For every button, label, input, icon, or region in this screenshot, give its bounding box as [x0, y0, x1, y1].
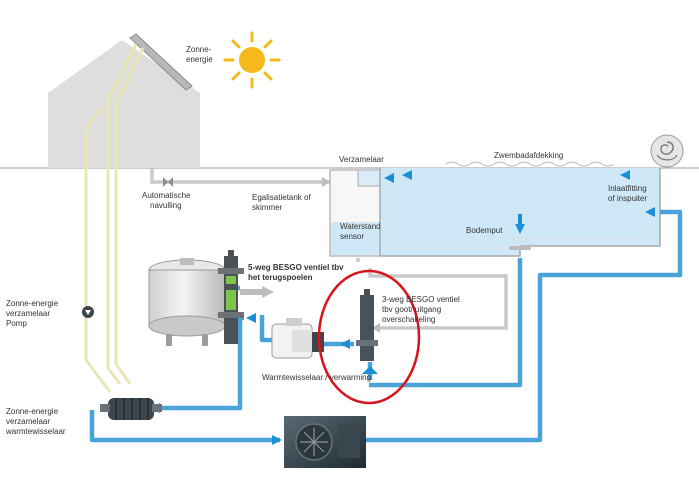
check-valve-icon: [163, 177, 173, 187]
label-inlaatfitting: Inlaatfitting of inspuiter: [608, 184, 649, 203]
label-bodemput: Bodemput: [466, 226, 503, 235]
sun-icon: [223, 31, 281, 89]
sand-filter-icon: [148, 258, 226, 346]
solar-pump-icon: [82, 306, 94, 318]
solar-pipes: [84, 43, 145, 393]
gray-pipes: [150, 168, 508, 330]
label-besgo-3weg: 3-weg BESGO ventiel tbv goot/ uitgang ov…: [382, 295, 462, 324]
label-zwembadafdekking: Zwembadafdekking: [494, 151, 563, 160]
label-automatische-navulling: Automatische navulling: [142, 191, 193, 210]
label-warmtewisselaar-verwarming: Warmtewisselaar / verwarming: [262, 373, 371, 382]
three-way-valve-icon: [356, 289, 378, 361]
gray-arrows: [240, 177, 380, 333]
highlight-circle: [317, 269, 421, 405]
label-verzamelaar: Verzamelaar: [339, 155, 384, 164]
label-verzamelaar-pomp: Zonne-energie verzamelaar Pomp: [6, 299, 60, 328]
pool-basin: [379, 161, 661, 257]
label-egalisatietank: Egalisatietank of skimmer: [252, 193, 313, 212]
solar-panel-icon: [129, 33, 193, 91]
label-zonne-energie: Zonne- energie: [186, 45, 214, 64]
label-verzamelaar-warmtewisselaar: Zonne-energie verzamelaar warmtewisselaa…: [5, 407, 66, 436]
heat-pump-icon: [284, 416, 366, 468]
label-besgo-5weg: 5-weg BESGO ventiel tbv het terugspoelen: [248, 263, 346, 282]
house: [48, 40, 200, 168]
valve-icon: [218, 250, 244, 344]
pool-cover-roll-icon: [650, 134, 684, 168]
label-waterstand-sensor: Waterstand sensor: [340, 222, 383, 241]
heat-exchanger-icon: [100, 398, 162, 420]
skimmer-icon: [329, 169, 381, 257]
pump-icon: [271, 318, 324, 359]
